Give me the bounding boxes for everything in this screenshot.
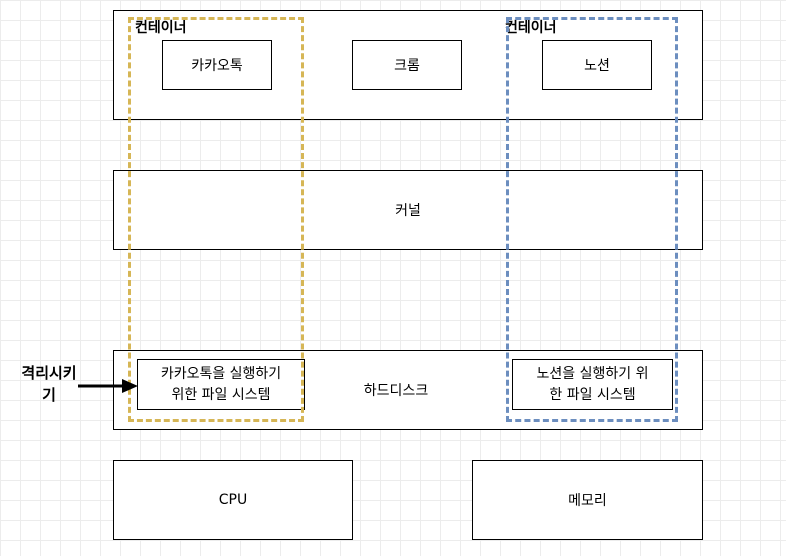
isolation-label-line1: 격리시키 — [21, 364, 77, 382]
hard-disk-label: 하드디스크 — [363, 383, 429, 399]
fs-kakaotalk-line1: 카카오톡을 실행하기 — [160, 366, 282, 382]
isolation-label: 격리시키 기 — [12, 362, 86, 406]
app-chrome: 크롬 — [352, 40, 462, 90]
isolation-label-line2: 기 — [42, 386, 56, 404]
container-right-label: 컨테이너 — [505, 20, 557, 36]
memory-box: 메모리 — [472, 460, 703, 540]
app-notion: 노션 — [542, 40, 652, 90]
container-left-boundary — [128, 17, 304, 422]
kernel-box: 커널 — [113, 170, 703, 250]
app-kakaotalk: 카카오톡 — [162, 40, 272, 90]
container-left-label: 컨테이너 — [135, 20, 187, 36]
fs-kakaotalk-line2: 위한 파일 시스템 — [171, 387, 271, 403]
fs-kakaotalk: 카카오톡을 실행하기 위한 파일 시스템 — [137, 359, 305, 410]
fs-notion-line2: 한 파일 시스템 — [549, 387, 636, 403]
cpu-box: CPU — [113, 460, 353, 540]
container-right-boundary — [506, 17, 678, 422]
fs-notion-line1: 노션을 실행하기 위 — [536, 366, 649, 382]
isolation-arrow — [78, 379, 138, 393]
fs-notion: 노션을 실행하기 위 한 파일 시스템 — [512, 359, 673, 410]
